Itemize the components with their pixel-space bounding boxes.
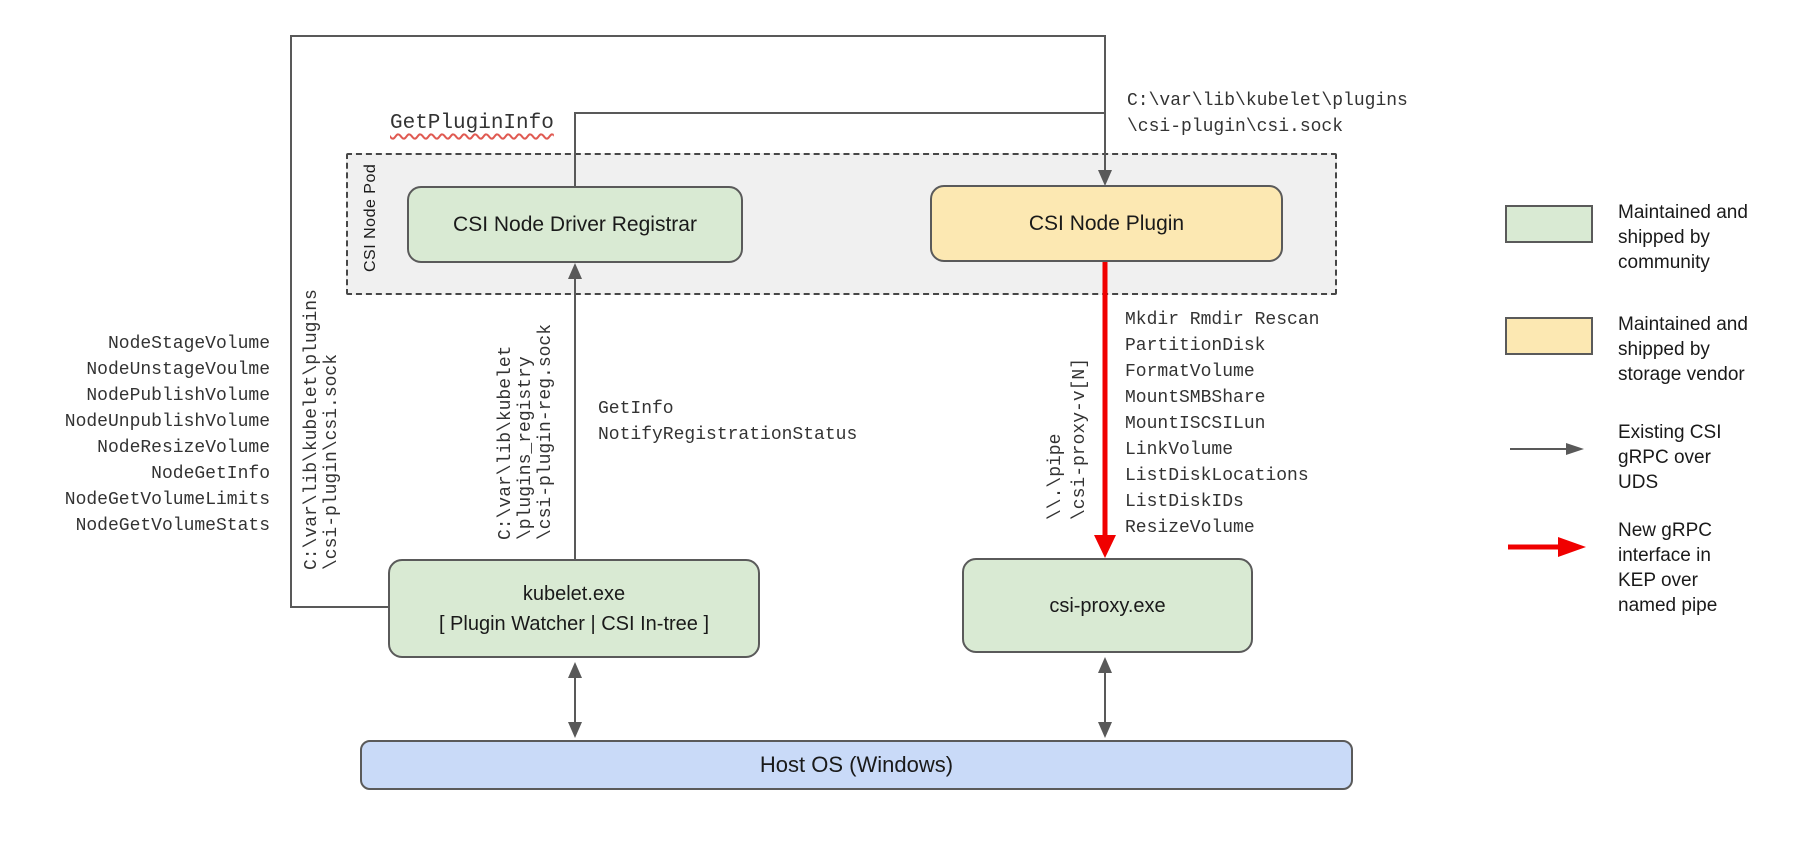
legend-vendor-label: Maintained and shipped by storage vendor: [1618, 314, 1748, 385]
csi-node-plugin-label: CSI Node Plugin: [1028, 211, 1185, 235]
csi-proxy-box: csi-proxy.exe: [962, 558, 1253, 653]
named-pipe-arrow-icon: [1508, 537, 1586, 557]
node-methods-list: NodeStageVolume NodeUnstageVoulme NodePu…: [64, 334, 270, 536]
csi-node-driver-registrar-label: CSI Node Driver Registrar: [453, 212, 697, 236]
kubelet-box: kubelet.exe [ Plugin Watcher | CSI In-tr…: [388, 559, 760, 658]
registration-calls-label: GetInfo NotifyRegistrationStatus: [598, 399, 858, 445]
arrowhead-up-kubelet: [568, 662, 582, 678]
csi-node-pod-label: CSI Node Pod: [362, 163, 379, 272]
csi-node-plugin-box: CSI Node Plugin: [930, 185, 1283, 262]
red-arrowhead-into-csiproxy: [1094, 535, 1116, 558]
registration-socket-path-rotated: C:\var\lib\kubelet \plugins_registry \cs…: [496, 323, 556, 540]
named-pipe-path-rotated: \\.\pipe \csi-proxy-v[N]: [1046, 357, 1090, 520]
uds-arrow-icon: [1510, 443, 1584, 455]
legend-community-swatch: [1505, 205, 1593, 243]
legend-uds-label: Existing CSI gRPC over UDS: [1618, 422, 1722, 493]
arrowhead-down-hostos-left: [568, 722, 582, 738]
host-os-label: Host OS (Windows): [759, 752, 954, 777]
legend-named-pipe-label: New gRPC interface in KEP over named pip…: [1618, 520, 1718, 616]
csi-node-driver-registrar-box: CSI Node Driver Registrar: [407, 186, 743, 263]
csi-proxy-label: csi-proxy.exe: [1049, 594, 1166, 617]
legend-community-label: Maintained and shipped by community: [1618, 202, 1748, 273]
plugin-socket-path-top: C:\var\lib\kubelet\plugins \csi-plugin\c…: [1127, 91, 1408, 137]
arrowhead-up-csiproxy: [1098, 657, 1112, 673]
host-os-box: Host OS (Windows): [360, 740, 1353, 790]
arrowhead-down-hostos-right: [1098, 722, 1112, 738]
plugin-socket-path-left-rotated: C:\var\lib\kubelet\plugins \csi-plugin\c…: [302, 289, 342, 570]
legend-vendor-swatch: [1505, 317, 1593, 355]
get-plugin-info-label: GetPluginInfo: [390, 112, 554, 135]
csi-proxy-methods-list: Mkdir Rmdir Rescan PartitionDisk FormatV…: [1125, 310, 1320, 538]
kubelet-label: kubelet.exe [ Plugin Watcher | CSI In-tr…: [438, 582, 710, 635]
